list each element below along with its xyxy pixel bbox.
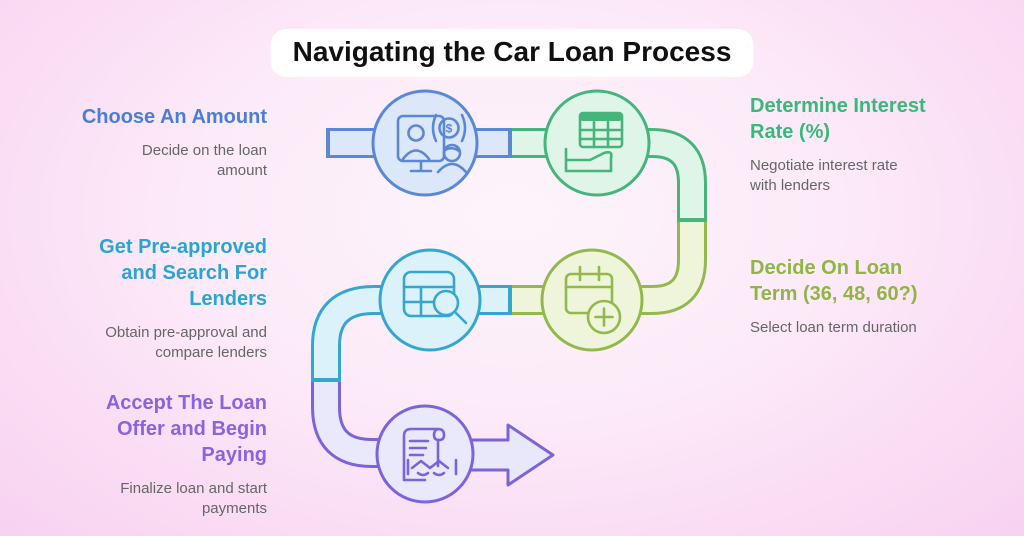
step-subtitle: Select loan term duration: [750, 319, 917, 336]
loan-search-icon: [402, 270, 468, 325]
advisor-video-call-dollar-icon: $: [396, 113, 468, 174]
node-loan-term: [540, 248, 644, 352]
step-subtitle: Obtain pre-approval and compare lenders: [105, 324, 267, 361]
rate-table-hand-icon: [564, 111, 624, 173]
step-heading: Determine Interest Rate (%): [750, 95, 926, 143]
step-preapproval: Get Pre-approved and Search For Lenders …: [55, 234, 267, 362]
node-accept-offer: [375, 404, 475, 504]
step-loan-term: Decide On Loan Term (36, 48, 60?) Select…: [750, 255, 955, 338]
left-column: Choose An Amount Decide on the loan amou…: [55, 0, 267, 536]
step-subtitle: Negotiate interest rate with lenders: [750, 157, 898, 194]
page-title: Navigating the Car Loan Process: [272, 31, 752, 75]
calendar-add-icon: [564, 265, 622, 335]
step-accept-offer: Accept The Loan Offer and Begin Paying F…: [55, 390, 267, 518]
step-heading: Decide On Loan Term (36, 48, 60?): [750, 257, 918, 305]
svg-text:$: $: [446, 122, 453, 136]
step-subtitle: Finalize loan and start payments: [120, 480, 267, 517]
step-interest-rate: Determine Interest Rate (%) Negotiate in…: [750, 93, 955, 195]
step-subtitle: Decide on the loan amount: [141, 142, 267, 179]
node-choose-amount: [371, 89, 479, 197]
forward-arrow: [466, 423, 555, 487]
right-column: Determine Interest Rate (%) Negotiate in…: [750, 0, 955, 536]
step-heading: Choose An Amount: [81, 106, 267, 128]
contract-handshake-icon: [402, 427, 458, 482]
pipe-purple: [311, 376, 425, 468]
step-heading: Accept The Loan Offer and Begin Paying: [105, 392, 267, 466]
node-preapproval: [378, 248, 482, 352]
pipe-green: [508, 128, 707, 222]
node-interest-rate: [543, 89, 651, 197]
step-choose-amount: Choose An Amount Decide on the loan amou…: [55, 104, 267, 180]
step-heading: Get Pre-approved and Search For Lenders: [99, 236, 267, 310]
flow-diagram: $: [311, 89, 707, 504]
pipe-olive: [505, 218, 707, 315]
pipe-cyan: [311, 285, 512, 382]
